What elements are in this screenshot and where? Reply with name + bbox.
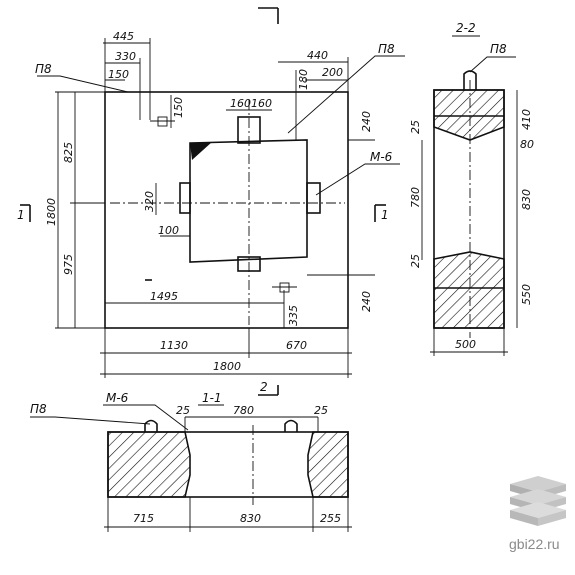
dim-2-2-80: 80: [520, 138, 534, 151]
dim-160a: 160: [230, 97, 251, 110]
watermark-text: gbi22.ru: [509, 536, 560, 552]
section-2-2-p8: П8: [490, 42, 507, 56]
dim-150b: 150: [172, 97, 185, 118]
label-m6-plan: М-6: [370, 150, 393, 164]
dim-975: 975: [62, 254, 75, 275]
plan-opening: [189, 139, 308, 263]
hatch-1-1-left: [107, 431, 191, 498]
hatch-2-2-top: [433, 89, 505, 141]
dim-330: 330: [115, 50, 136, 63]
section-1-1-p8: П8: [30, 402, 47, 416]
dim-2-2-550: 550: [520, 284, 533, 305]
leader-p8-1-1: [30, 416, 151, 425]
dim-1800h: 1800: [213, 360, 241, 373]
dim-160b: 160: [251, 97, 272, 110]
loop-bottom-right: [279, 282, 290, 293]
dim-240a: 240: [360, 111, 373, 132]
dim-200: 200: [322, 66, 343, 79]
section-1-1: 1-1 П8 М-6 25 780 25 715 830 255: [30, 391, 352, 532]
dim-670: 670: [286, 339, 307, 352]
left-boss: [179, 182, 191, 214]
section-1-1-title: 1-1: [202, 391, 222, 405]
loop-2-2: [463, 70, 477, 90]
hatch-1-1-right: [307, 431, 349, 498]
dim-1800v: 1800: [45, 198, 58, 226]
dim-1-1-830: 830: [240, 512, 261, 525]
leader-m6-plan: [315, 163, 400, 196]
dim-1-1-25a: 25: [176, 404, 190, 417]
label-p8-plan: П8: [35, 62, 52, 76]
dim-2-2-780: 780: [409, 187, 422, 208]
dim-2-2-830: 830: [520, 189, 533, 210]
plan-view: 445 330 150 150 440 200 180 160 160 1800…: [17, 7, 405, 396]
dim-150a: 150: [108, 68, 129, 81]
right-boss: [306, 182, 321, 214]
dim-320: 320: [143, 191, 156, 212]
opening-fill-mark: [190, 142, 212, 160]
dim-1-1-780: 780: [233, 404, 254, 417]
dim-1-1-255: 255: [320, 512, 341, 525]
dim-1130: 1130: [160, 339, 188, 352]
loop-1-1-left: [144, 419, 158, 432]
loop-top-left: [157, 116, 168, 127]
dim-825: 825: [62, 142, 75, 163]
section-1-right: 1: [381, 208, 389, 222]
dim-445: 445: [113, 30, 134, 43]
dim-2-2-500: 500: [455, 338, 476, 351]
leader-p8-2-2: [469, 56, 516, 73]
dim-2-2-25b: 25: [409, 254, 422, 268]
hatch-2-2-bottom: [433, 251, 505, 329]
section-2-2: 2-2 П8 780 25 25 410 80 830 550 500: [409, 21, 534, 356]
watermark-logo: [510, 476, 566, 526]
label-p8-plan-right: П8: [378, 42, 395, 56]
leader-p8-plan-right: [287, 55, 405, 134]
leader-p8-plan: [37, 75, 129, 93]
dim-440: 440: [307, 49, 328, 62]
dim-180: 180: [297, 69, 310, 90]
dim-240b: 240: [360, 291, 373, 312]
dim-1-1-25b: 25: [314, 404, 328, 417]
dim-2-2-410: 410: [520, 109, 533, 130]
section-2-2-title: 2-2: [456, 21, 476, 35]
dim-1-1-715: 715: [133, 512, 154, 525]
leader-m6-1-1: [103, 404, 189, 431]
section-2-mark: 2: [260, 380, 268, 394]
section-1-left: 1: [17, 208, 25, 222]
dim-1495: 1495: [150, 290, 178, 303]
plan-outline: [104, 91, 349, 329]
dim-100: 100: [158, 224, 179, 237]
section-1-1-m6: М-6: [106, 391, 129, 405]
dim-335: 335: [287, 305, 300, 326]
loop-1-1-right: [284, 419, 298, 432]
dim-2-2-25a: 25: [409, 120, 422, 134]
